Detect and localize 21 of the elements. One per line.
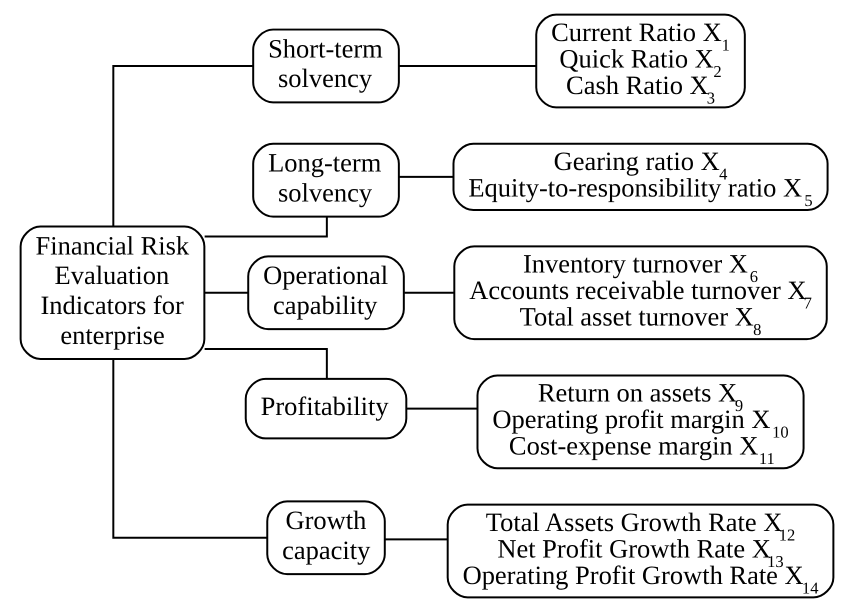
connector xyxy=(204,292,248,294)
node-box: Growth capacity xyxy=(266,500,386,576)
connector xyxy=(406,408,477,410)
node-box: Short-term solvency xyxy=(252,28,400,104)
connector xyxy=(112,359,266,539)
node-box: Financial Risk Evaluation Indicators for enterprise xyxy=(19,226,205,360)
node-box: Return on assets X$_{9}$ Operating profit margin X$_{10}$ Cost-expense margin X$_{11}$ xyxy=(476,374,804,470)
connector xyxy=(404,292,454,294)
node-box: Profitability xyxy=(244,378,407,440)
node-box: Current Ratio X$_{1}$ Quick Ratio X$_{2}$ Cash Ratio X$_{3}$ xyxy=(534,14,746,108)
node-box: Operational capability xyxy=(246,255,404,330)
connector xyxy=(112,64,252,226)
node-box: Inventory turnover X$_{6}$ Accounts receivable turnover X$_{7}$ Total asset turnover X$_{8}$ xyxy=(452,245,828,340)
connector xyxy=(384,538,447,540)
connector xyxy=(398,64,536,67)
connector xyxy=(398,176,453,178)
connector xyxy=(204,348,328,378)
node-box: Gearing ratio X$_{4}$ Equity-to-responsibility ratio X$_{5}$ xyxy=(452,142,828,211)
node-box: Long-term solvency xyxy=(252,142,400,218)
node-box: Total Assets Growth Rate X$_{12}$ Net Profit Growth Rate X$_{13}$ Operating Profit Growth Rate X$_{14}$ xyxy=(446,504,834,598)
connector xyxy=(204,216,328,238)
